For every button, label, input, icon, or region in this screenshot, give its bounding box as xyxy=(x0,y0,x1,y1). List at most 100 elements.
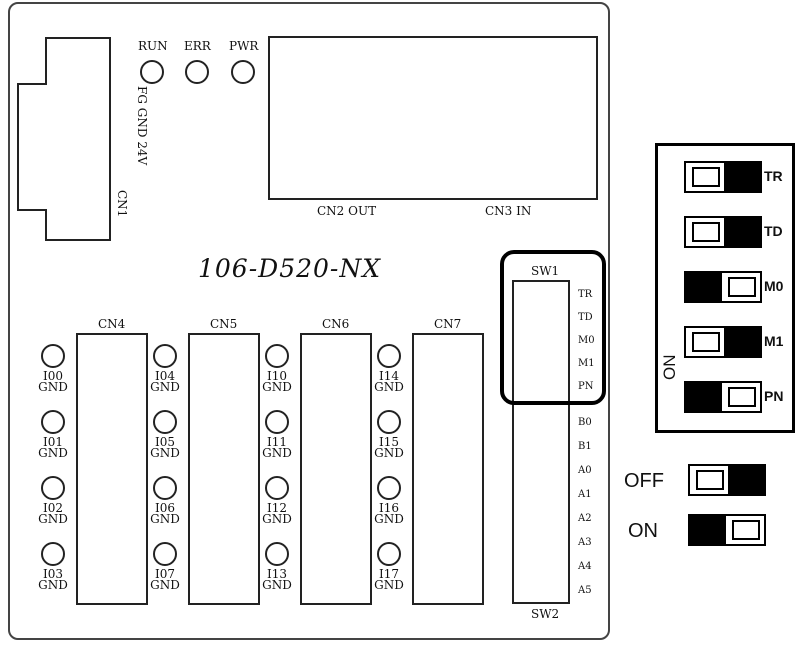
dip-switch-m0 xyxy=(684,271,762,303)
led-label-run: RUN xyxy=(138,39,168,53)
dip-switch-tr xyxy=(684,161,762,193)
dip-switch-label: TR xyxy=(764,168,783,184)
legend-off-label: OFF xyxy=(624,470,664,492)
io-channel-label: I02 xyxy=(42,501,63,515)
io-gnd-label: GND xyxy=(38,380,68,394)
io-gnd-label: GND xyxy=(262,446,292,460)
sw2-pin-label: A5 xyxy=(578,585,592,596)
sw2-pin-label: B0 xyxy=(578,417,592,428)
sw2-pin-label: A2 xyxy=(578,513,592,524)
sw2-pin-label: A0 xyxy=(578,465,592,476)
io-indicator-led xyxy=(153,410,177,434)
sw2-pin-label: A4 xyxy=(578,561,592,572)
io-gnd-label: GND xyxy=(262,380,292,394)
io-indicator-led xyxy=(153,344,177,368)
io-channel-label: I00 xyxy=(42,369,63,383)
legend-on-toggle xyxy=(688,514,766,546)
io-indicator-led xyxy=(41,410,65,434)
io-connector-block xyxy=(76,333,148,605)
io-connector-block xyxy=(412,333,484,605)
io-channel-label: I06 xyxy=(154,501,175,515)
sw2-pin-label: A3 xyxy=(578,537,592,548)
dip-switch-fill xyxy=(724,218,760,246)
dip-switch-knob xyxy=(728,277,756,297)
dip-switch-knob xyxy=(728,387,756,407)
dip-switch-label: PN xyxy=(764,388,784,404)
model-name: 106-D520-NX xyxy=(198,254,382,283)
io-channel-label: I16 xyxy=(378,501,399,515)
io-gnd-label: GND xyxy=(150,512,180,526)
dip-switch-fill xyxy=(724,328,760,356)
device-board xyxy=(8,2,610,640)
io-gnd-label: GND xyxy=(374,380,404,394)
io-gnd-label: GND xyxy=(150,446,180,460)
dip-switch-fill xyxy=(686,383,722,411)
connector-label: CN6 xyxy=(322,317,350,331)
io-gnd-label: GND xyxy=(38,446,68,460)
io-gnd-label: GND xyxy=(374,512,404,526)
sw2-pin-label: B1 xyxy=(578,441,592,452)
connector-label: CN7 xyxy=(434,317,462,331)
io-indicator-led xyxy=(265,542,289,566)
io-indicator-led xyxy=(377,476,401,500)
io-channel-label: I10 xyxy=(266,369,287,383)
dip-switch-knob xyxy=(692,167,720,187)
cn1-pin-labels: FG GND 24V xyxy=(135,86,149,166)
cn1-connector xyxy=(17,37,111,241)
dip-switch-label: M0 xyxy=(764,278,784,294)
sw1-pin-label: TD xyxy=(578,312,593,323)
io-connector-block xyxy=(300,333,372,605)
legend-off-toggle xyxy=(688,464,766,496)
led-pwr xyxy=(231,60,255,84)
io-channel-label: I13 xyxy=(266,567,287,581)
io-gnd-label: GND xyxy=(374,578,404,592)
dip-switch-label: TD xyxy=(764,223,783,239)
io-channel-label: I17 xyxy=(378,567,399,581)
io-indicator-led xyxy=(153,476,177,500)
io-gnd-label: GND xyxy=(150,578,180,592)
io-gnd-label: GND xyxy=(374,446,404,460)
dip-switch-td xyxy=(684,216,762,248)
led-err xyxy=(185,60,209,84)
io-gnd-label: GND xyxy=(38,512,68,526)
io-gnd-label: GND xyxy=(262,578,292,592)
sw1-highlight xyxy=(500,250,606,405)
sw1-pin-label: M0 xyxy=(578,335,595,346)
io-indicator-led xyxy=(377,410,401,434)
dip-switch-m1 xyxy=(684,326,762,358)
connector-label: CN4 xyxy=(98,317,126,331)
io-gnd-label: GND xyxy=(38,578,68,592)
io-indicator-led xyxy=(265,476,289,500)
io-channel-label: I12 xyxy=(266,501,287,515)
io-channel-label: I05 xyxy=(154,435,175,449)
io-channel-label: I11 xyxy=(266,435,287,449)
led-label-err: ERR xyxy=(184,39,211,53)
sw1-pin-label: M1 xyxy=(578,358,595,369)
io-connector-block xyxy=(188,333,260,605)
dip-switch-knob xyxy=(692,332,720,352)
io-channel-label: I03 xyxy=(42,567,63,581)
dip-switch-label: M1 xyxy=(764,333,784,349)
connector-label: CN5 xyxy=(210,317,238,331)
io-channel-label: I14 xyxy=(378,369,399,383)
led-label-pwr: PWR xyxy=(229,39,259,53)
sw1-label: SW1 xyxy=(531,264,560,278)
io-indicator-led xyxy=(41,542,65,566)
dip-switch-fill xyxy=(724,163,760,191)
legend-on-label: ON xyxy=(628,520,658,542)
io-indicator-led xyxy=(265,344,289,368)
cn2-label: CN2 OUT xyxy=(317,204,377,218)
cn1-label: CN1 xyxy=(115,190,129,218)
io-indicator-led xyxy=(377,542,401,566)
io-indicator-led xyxy=(153,542,177,566)
io-channel-label: I04 xyxy=(154,369,175,383)
cn3-label: CN3 IN xyxy=(485,204,532,218)
io-indicator-led xyxy=(377,344,401,368)
io-channel-label: I07 xyxy=(154,567,175,581)
sw2-label: SW2 xyxy=(531,607,560,621)
cn2-cn3-connector xyxy=(268,36,598,200)
io-channel-label: I15 xyxy=(378,435,399,449)
sw2-pin-label: A1 xyxy=(578,489,592,500)
sw-strip xyxy=(512,280,570,604)
led-run xyxy=(140,60,164,84)
